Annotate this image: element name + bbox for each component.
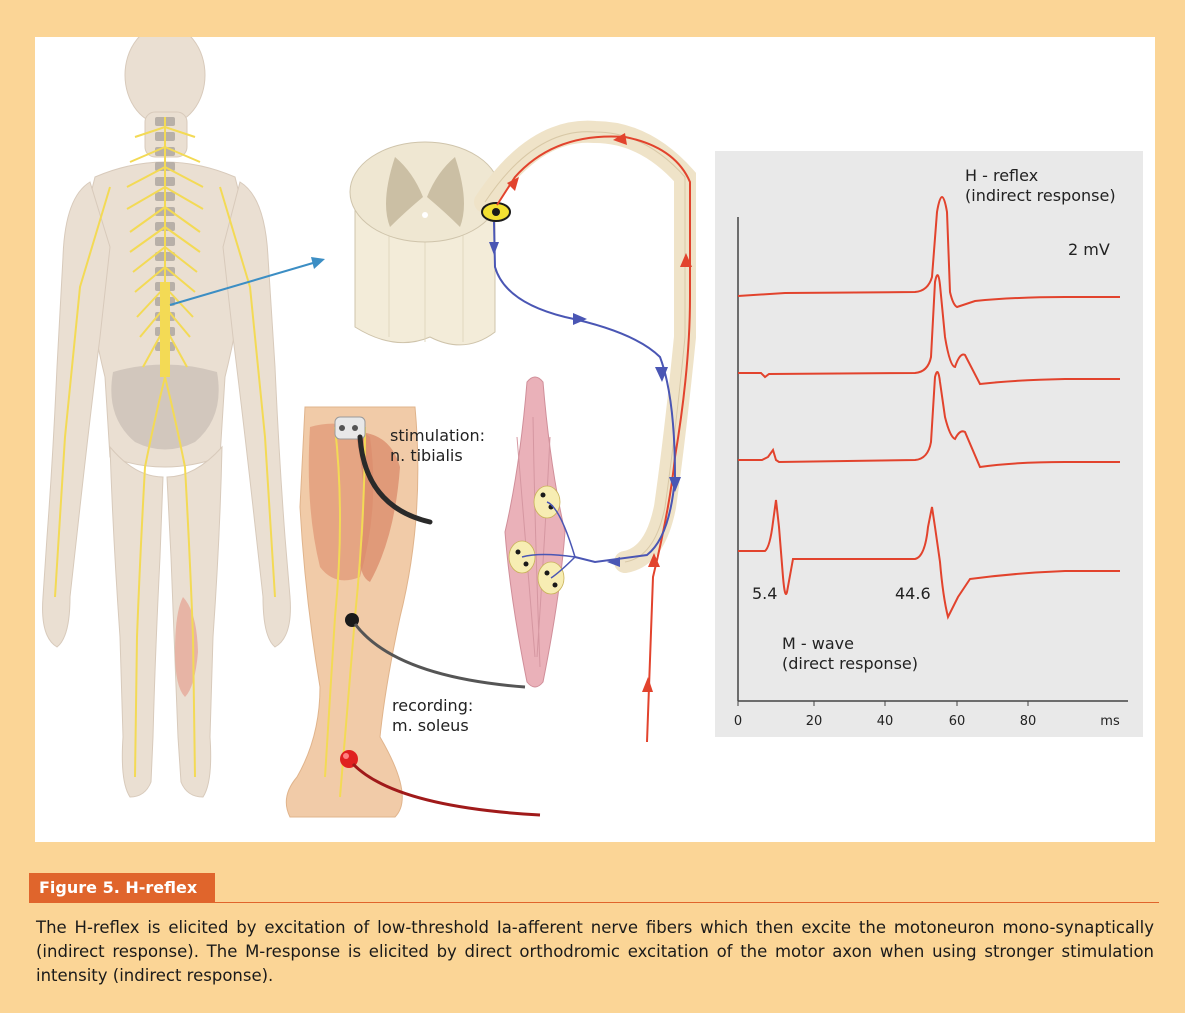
m-wave-label-line1: M - wave [782,634,854,653]
figure-panel: stimulation: n. tibialis recording: m. s… [35,37,1155,842]
m-wave-latency-label: 5.4 [752,584,777,603]
x-tick-40: 40 [877,714,894,729]
m-wave-label-line2: (direct response) [782,654,918,673]
amplitude-scale-label: 2 mV [1068,240,1110,259]
figure-caption-title: Figure 5. H-reflex [29,873,215,903]
x-tick-80: 80 [1020,714,1037,729]
x-tick-unit: ms [1100,714,1120,729]
human-body-back-view [43,37,325,797]
x-tick-20: 20 [806,714,823,729]
x-tick-0: 0 [734,714,742,729]
recording-label-line1: recording: [392,696,473,715]
chart-background [715,151,1143,737]
muscle-illustration [505,377,575,687]
h-reflex-label-line1: H - reflex [965,166,1038,185]
figure-caption-body: The H-reflex is elicited by excitation o… [36,916,1154,988]
figure-illustration: stimulation: n. tibialis recording: m. s… [35,37,1155,842]
h-reflex-label-line2: (indirect response) [965,186,1116,205]
stimulation-label-line1: stimulation: [390,426,485,445]
stimulation-label-line2: n. tibialis [390,446,463,465]
recording-label-line2: m. soleus [392,716,469,735]
emg-trace-chart: 0 20 40 60 80 ms H - reflex (indirect re… [715,151,1143,737]
caption-divider [29,902,1159,903]
x-tick-60: 60 [949,714,966,729]
h-reflex-latency-label: 44.6 [895,584,931,603]
lower-leg-illustration [286,407,540,817]
